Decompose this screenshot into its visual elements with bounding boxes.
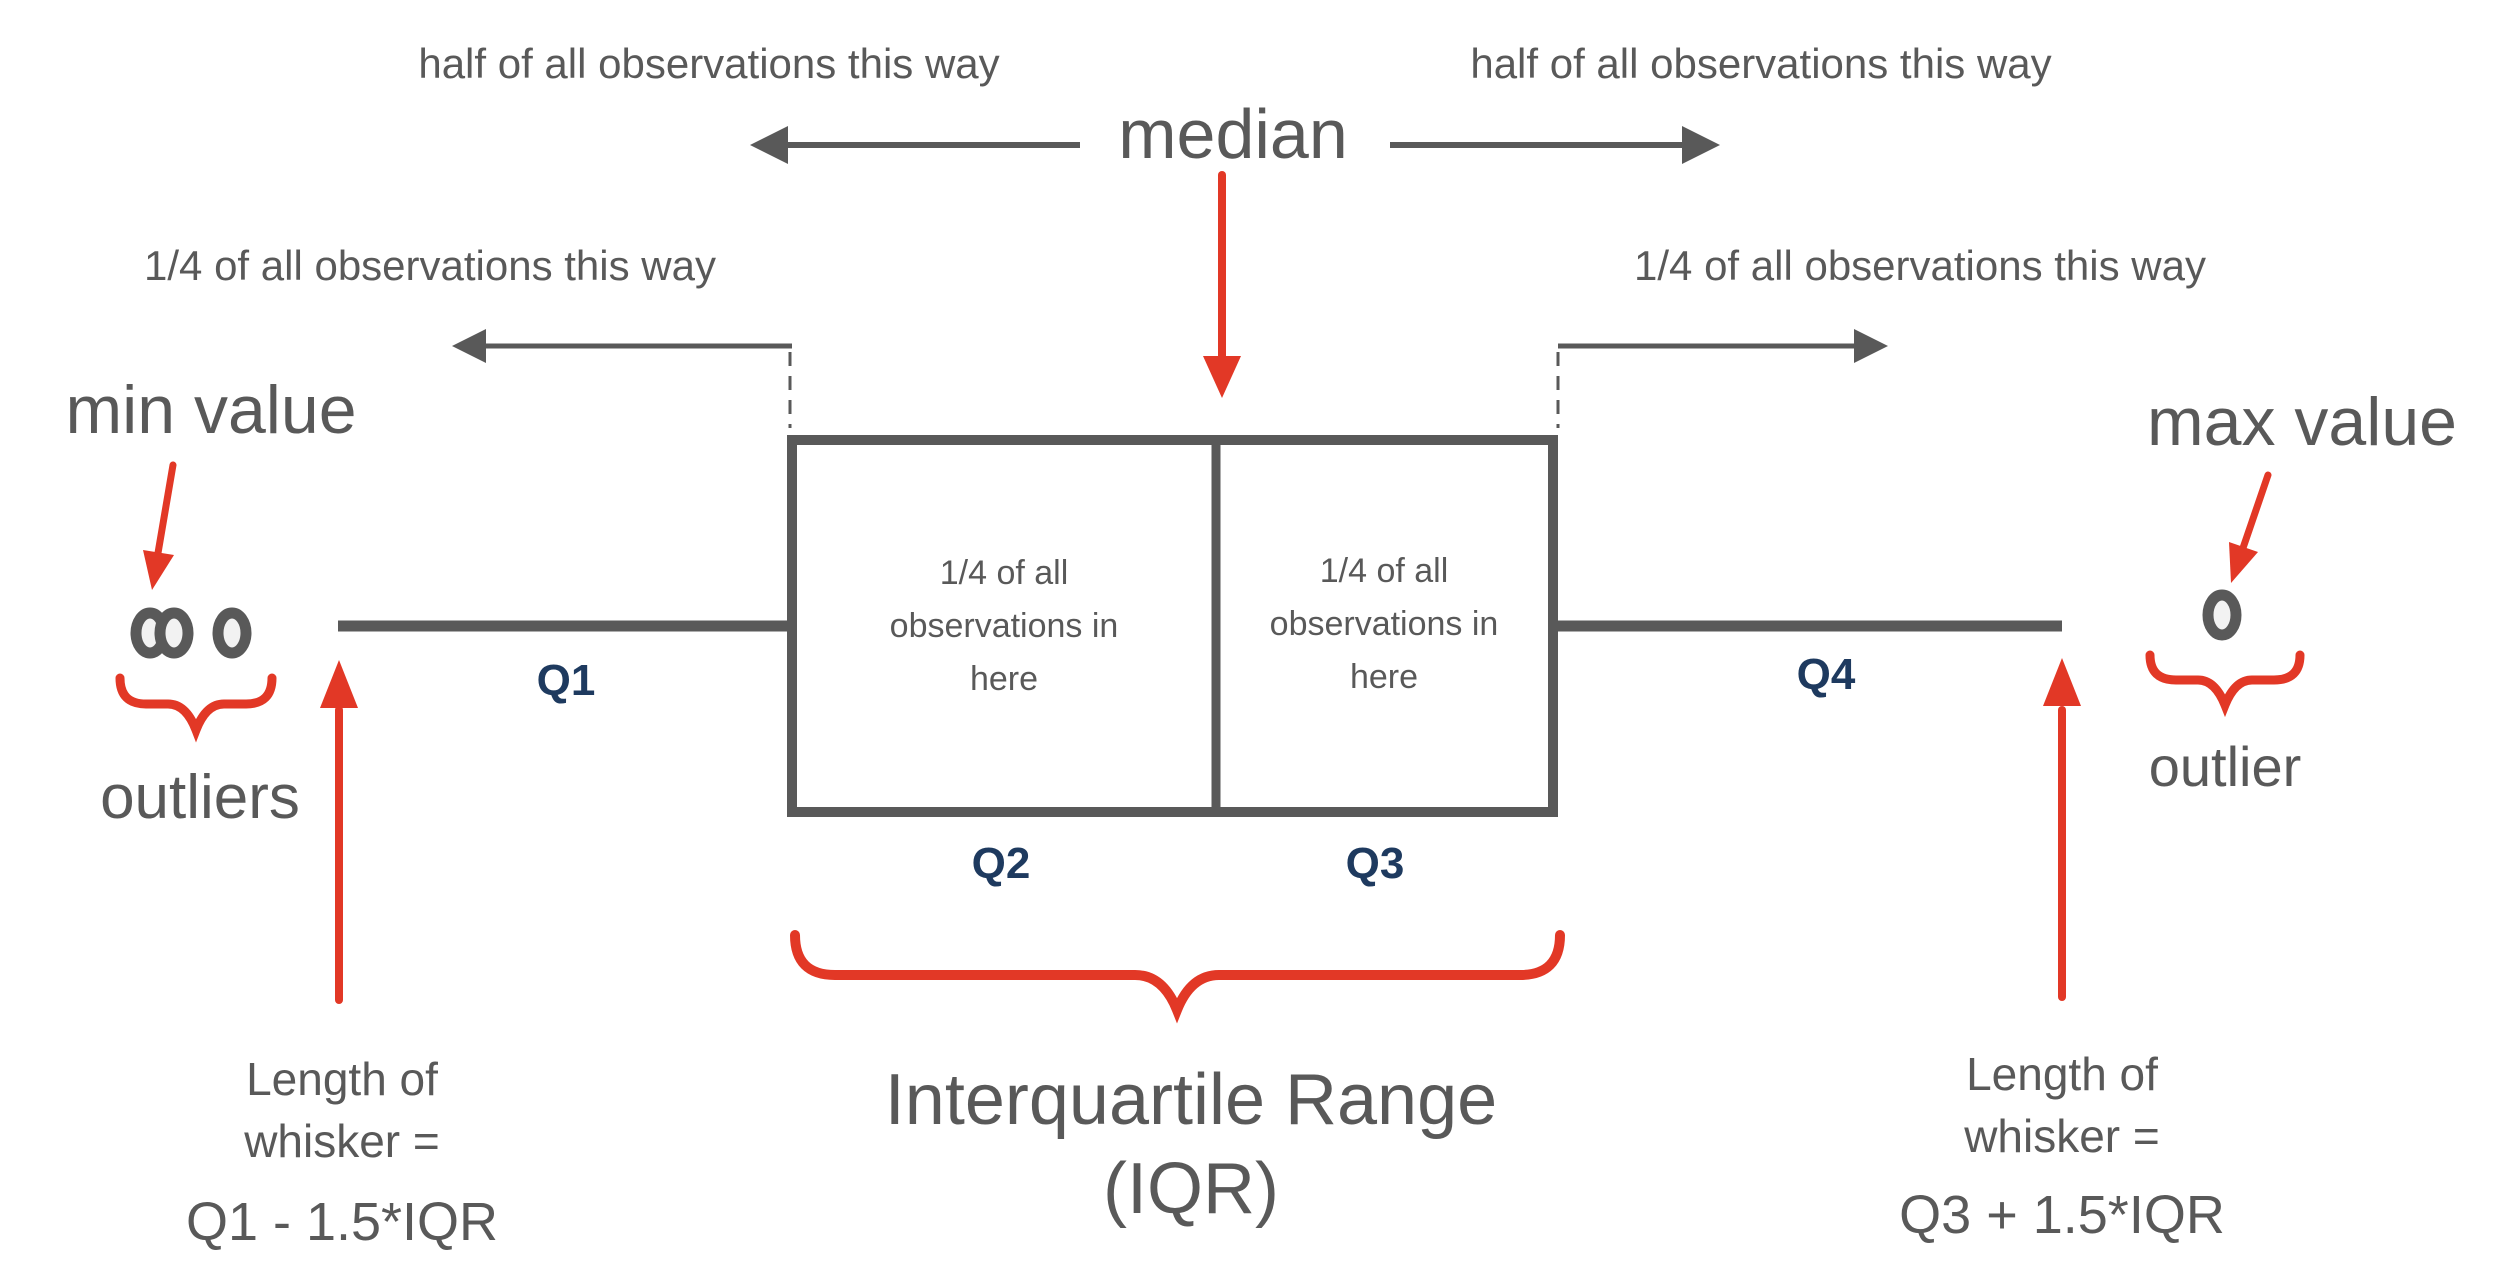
quarter-observations-left-label: 1/4 of all observations this way <box>144 242 716 289</box>
quarter-observations-right-label: 1/4 of all observations this way <box>1634 242 2206 289</box>
min-value-pointer-arrowhead-icon <box>143 550 174 590</box>
iqr-box <box>787 435 1558 817</box>
min-value-pointer-line <box>154 461 177 557</box>
max-value-pointer-line <box>2239 471 2272 552</box>
iqr-caption-line1: Interquartile Range <box>885 1060 1497 1140</box>
q3-label: Q3 <box>1346 839 1405 888</box>
half-observations-left-label: half of all observations this way <box>418 40 999 87</box>
outliers-brace-icon <box>115 673 277 743</box>
outliers-label: outliers <box>100 763 300 832</box>
max-value-label: max value <box>2147 384 2457 460</box>
left-whisker-formula: Q1 - 1.5*IQR <box>186 1192 498 1252</box>
quarter-right-arrowhead-icon <box>1854 329 1888 363</box>
outlier-point-left-2 <box>154 607 194 659</box>
q4-label: Q4 <box>1797 650 1856 699</box>
left-cell-text-line3: here <box>970 660 1038 698</box>
q2-label: Q2 <box>972 839 1031 888</box>
half-observations-right-label: half of all observations this way <box>1470 40 2051 87</box>
outlier-brace-icon <box>2145 650 2305 718</box>
outlier-point-left-3 <box>212 607 252 659</box>
iqr-caption-line2: (IQR) <box>1103 1149 1279 1229</box>
q1-label: Q1 <box>537 656 596 705</box>
max-value-pointer-arrowhead-icon <box>2229 542 2258 583</box>
right-whisker-length-line1: Length of <box>1966 1048 2158 1100</box>
iqr-brace-icon <box>790 930 1565 1024</box>
right-whisker-length-line2: whisker = <box>1963 1110 2160 1162</box>
quarter-left-arrowhead-icon <box>452 329 486 363</box>
right-whisker-pointer-arrowhead-icon <box>2043 658 2081 706</box>
outlier-point-right <box>2202 589 2242 641</box>
left-whisker-length-line2: whisker = <box>243 1115 440 1167</box>
left-cell-text-line1: 1/4 of all <box>940 554 1069 592</box>
median-right-arrowhead-icon <box>1682 126 1720 164</box>
right-whisker-formula: Q3 + 1.5*IQR <box>1899 1185 2225 1245</box>
median-left-arrowhead-icon <box>750 126 788 164</box>
left-whisker-length-line1: Length of <box>246 1053 438 1105</box>
left-whisker-pointer-arrowhead-icon <box>320 660 358 708</box>
right-cell-text-line3: here <box>1350 658 1418 696</box>
median-pointer-arrowhead-icon <box>1203 356 1241 398</box>
right-cell-text-line2: observations in <box>1270 605 1499 643</box>
median-label: median <box>1118 95 1348 173</box>
left-cell-text-line2: observations in <box>890 607 1119 645</box>
min-value-label: min value <box>65 372 356 448</box>
right-cell-text-line1: 1/4 of all <box>1320 552 1449 590</box>
outlier-label: outlier <box>2149 735 2302 798</box>
